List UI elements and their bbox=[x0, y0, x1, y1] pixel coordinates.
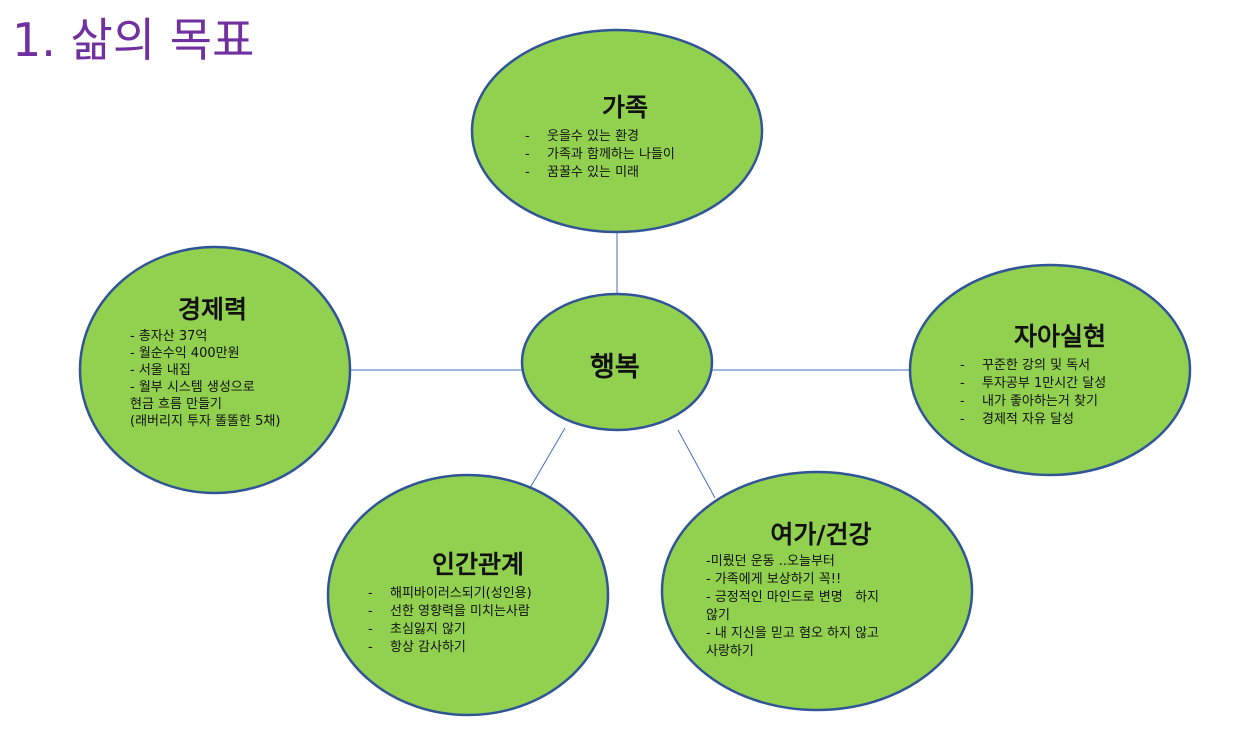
center-node-label: 행복 bbox=[590, 352, 640, 383]
list-item: 투자공부 1만시간 달성 bbox=[960, 375, 1160, 393]
ellipse-economy bbox=[78, 245, 352, 495]
connector-leisure bbox=[677, 429, 716, 499]
list-item: 않기 bbox=[706, 608, 730, 623]
list-item: 꿈꿀수 있는 미래 bbox=[525, 164, 725, 182]
node-self: 자아실현 꾸준한 강의 및 독서 투자공부 1만시간 달성 내가 좋아하는거 찾… bbox=[960, 317, 1160, 429]
node-title: 경제력 bbox=[177, 295, 247, 324]
list-item: 현금 흐름 만들기 bbox=[130, 397, 222, 412]
node-leisure: 여가/건강 -미뤘던 운동 ..오늘부터 - 가족에게 보상하기 꼭!! - 긍… bbox=[706, 515, 936, 661]
list-item: -미뤘던 운동 ..오늘부터 bbox=[706, 554, 835, 569]
node-title: 자아실현 bbox=[1013, 322, 1106, 351]
list-item: 항상 감사하기 bbox=[368, 639, 588, 657]
list-item: 내가 좋아하는거 찾기 bbox=[960, 393, 1160, 411]
list-item: - 내 지신을 믿고 혐오 하지 않고 bbox=[706, 626, 880, 641]
list-item: 꾸준한 강의 및 독서 bbox=[960, 357, 1160, 375]
node-economy: 경제력 - 총자산 37억 - 월순수익 400만원 - 서울 내집 - 월부 … bbox=[130, 290, 330, 430]
node-title: 가족 bbox=[601, 93, 648, 122]
list-item: - 총자산 37억 bbox=[130, 329, 208, 344]
node-family: 가족 웃을수 있는 환경 가족과 함께하는 나들이 꿈꿀수 있는 미래 bbox=[525, 88, 725, 182]
page-title: 1. 삶의 목표 bbox=[12, 13, 255, 67]
list-item: - 긍정적인 마인드로 변명 하지 bbox=[706, 590, 880, 605]
ellipse-center bbox=[520, 292, 714, 432]
list-item: - 월순수익 400만원 bbox=[130, 346, 240, 361]
list-item: 경제적 자유 달성 bbox=[960, 411, 1160, 429]
list-item: (래버리지 투자 똘똘한 5채) bbox=[130, 414, 281, 429]
list-item: 웃을수 있는 환경 bbox=[525, 128, 725, 146]
node-title: 여가/건강 bbox=[770, 520, 872, 549]
list-item: 해피바이러스되기(성인용) bbox=[368, 585, 588, 603]
ellipse-leisure bbox=[660, 470, 974, 712]
list-item: 초심잃지 않기 bbox=[368, 621, 588, 639]
list-item: 가족과 함께하는 나들이 bbox=[525, 146, 725, 164]
list-item: 선한 영향력을 미치는사람 bbox=[368, 603, 588, 621]
list-item: - 월부 시스템 생성으로 bbox=[130, 380, 255, 395]
connector-relations bbox=[529, 427, 566, 489]
list-item: - 서울 내집 bbox=[130, 363, 191, 378]
node-relations: 인간관계 해피바이러스되기(성인용) 선한 영향력을 미치는사람 초심잃지 않기… bbox=[368, 545, 588, 657]
list-item: - 가족에게 보상하기 꼭!! bbox=[706, 572, 842, 587]
list-item: 사랑하기 bbox=[706, 644, 754, 659]
node-title: 인간관계 bbox=[431, 550, 524, 579]
